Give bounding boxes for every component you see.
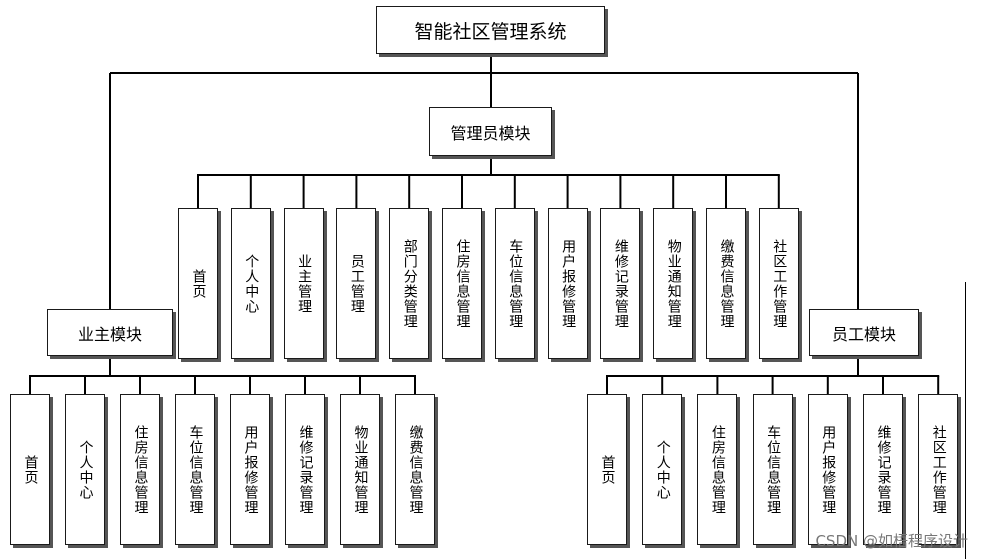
admin-child-label: 业主管理 <box>296 253 313 314</box>
staff-child-node: 个人中心 <box>642 394 683 545</box>
staff-module-node: 员工模块 <box>809 309 919 356</box>
admin-child-label: 部门分类管理 <box>401 238 418 329</box>
root-label: 智能社区管理系统 <box>414 20 567 43</box>
admin-child-label: 缴费信息管理 <box>718 238 735 329</box>
admin-child-label: 用户报修管理 <box>560 238 577 329</box>
admin-child-node: 车位信息管理 <box>494 208 535 359</box>
staff-child-label: 首页 <box>599 454 616 485</box>
owner-module-node: 业主模块 <box>47 309 173 356</box>
staff-child-label: 维修记录管理 <box>875 424 892 515</box>
admin-child-node: 社区工作管理 <box>758 208 799 359</box>
owner-child-label: 个人中心 <box>77 439 94 500</box>
owner-child-node: 车位信息管理 <box>175 394 215 545</box>
staff-child-label: 用户报修管理 <box>820 424 837 515</box>
admin-child-node: 个人中心 <box>230 208 271 359</box>
admin-child-label: 个人中心 <box>243 253 260 314</box>
admin-child-node: 部门分类管理 <box>389 208 430 359</box>
owner-child-label: 缴费信息管理 <box>407 424 424 515</box>
owner-child-node: 住房信息管理 <box>120 394 160 545</box>
admin-child-label: 维修记录管理 <box>612 238 629 329</box>
owner-child-label: 物业通知管理 <box>352 424 369 515</box>
staff-child-label: 车位信息管理 <box>765 424 782 515</box>
owner-module-label: 业主模块 <box>77 324 142 344</box>
admin-child-node: 首页 <box>178 208 218 359</box>
owner-child-node: 缴费信息管理 <box>395 394 435 545</box>
staff-module-label: 员工模块 <box>831 324 896 344</box>
owner-child-label: 住房信息管理 <box>132 424 149 515</box>
owner-child-label: 首页 <box>22 454 39 485</box>
admin-child-node: 业主管理 <box>283 208 324 359</box>
root-node: 智能社区管理系统 <box>376 6 605 54</box>
admin-child-label: 首页 <box>190 268 207 299</box>
watermark: CSDN @如梧程序设计 <box>815 532 968 550</box>
admin-module-node: 管理员模块 <box>429 107 552 156</box>
staff-child-node: 维修记录管理 <box>863 394 903 545</box>
owner-child-node: 首页 <box>10 394 50 545</box>
owner-child-node: 维修记录管理 <box>285 394 325 545</box>
admin-module-label: 管理员模块 <box>450 123 531 143</box>
staff-child-label: 社区工作管理 <box>930 424 947 515</box>
owner-child-node: 物业通知管理 <box>340 394 380 545</box>
admin-child-node: 用户报修管理 <box>547 208 588 359</box>
owner-child-label: 用户报修管理 <box>242 424 259 515</box>
admin-child-label: 车位信息管理 <box>507 238 524 329</box>
staff-child-label: 个人中心 <box>654 439 671 500</box>
staff-child-node: 首页 <box>587 394 627 545</box>
owner-child-node: 用户报修管理 <box>230 394 270 545</box>
edge-line <box>965 282 966 559</box>
admin-child-label: 住房信息管理 <box>454 238 471 329</box>
admin-child-label: 社区工作管理 <box>771 238 788 329</box>
admin-child-node: 维修记录管理 <box>600 208 641 359</box>
staff-child-node: 社区工作管理 <box>918 394 959 545</box>
staff-child-node: 用户报修管理 <box>807 394 848 545</box>
staff-child-label: 住房信息管理 <box>709 424 726 515</box>
admin-child-node: 员工管理 <box>336 208 377 359</box>
admin-child-label: 员工管理 <box>348 253 365 314</box>
owner-child-label: 维修记录管理 <box>297 424 314 515</box>
staff-child-node: 车位信息管理 <box>752 394 793 545</box>
owner-child-label: 车位信息管理 <box>187 424 204 515</box>
admin-child-node: 缴费信息管理 <box>706 208 746 359</box>
staff-child-node: 住房信息管理 <box>697 394 738 545</box>
admin-child-label: 物业通知管理 <box>665 238 682 329</box>
owner-child-node: 个人中心 <box>65 394 105 545</box>
admin-child-node: 住房信息管理 <box>442 208 482 359</box>
admin-child-node: 物业通知管理 <box>653 208 694 359</box>
